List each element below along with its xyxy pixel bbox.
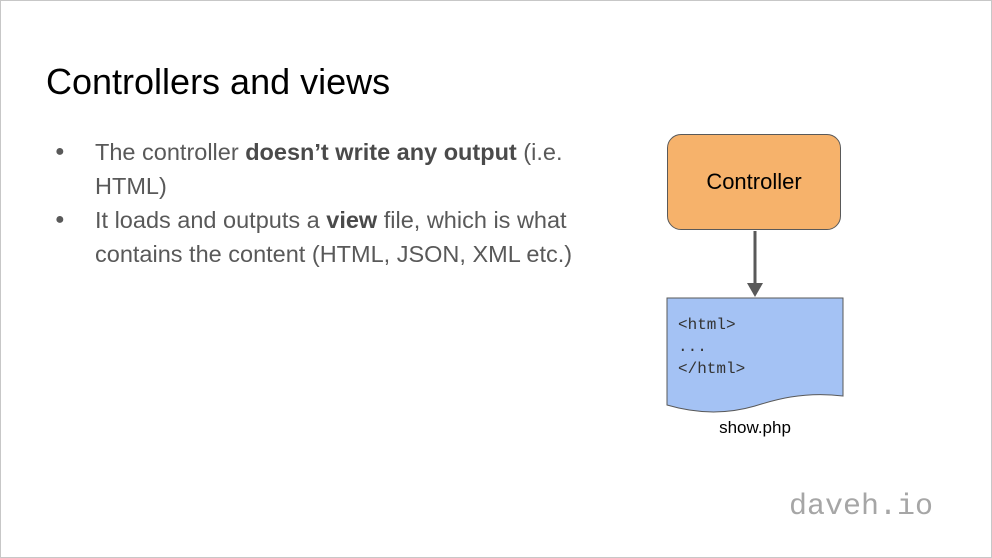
bullet-item: ● The controller doesn’t write any outpu… [55, 135, 615, 203]
bullet-list: ● The controller doesn’t write any outpu… [55, 135, 615, 271]
bullet-bold-text: doesn’t write any output [245, 139, 517, 165]
brand-watermark: daveh.io [789, 490, 934, 524]
bullet-dot-icon: ● [55, 143, 65, 160]
bullet-text: (i.e. HTML) [95, 139, 563, 199]
bullet-text: The controller [95, 139, 246, 165]
flow-arrow-head [747, 283, 763, 297]
document-code: <html> ... </html> [678, 316, 746, 378]
controller-box: Controller [667, 134, 841, 230]
document-caption: show.php [719, 418, 791, 437]
bullet-text: It loads and outputs a [95, 207, 327, 233]
bullet-dot-icon: ● [55, 211, 65, 228]
slide-title: Controllers and views [46, 61, 391, 102]
bullet-bold-text: view [326, 207, 378, 233]
bullet-text: file, which is what contains the content… [95, 207, 573, 267]
bullet-item: ● It loads and outputs a view file, whic… [55, 203, 615, 271]
controller-label: Controller [706, 169, 802, 194]
